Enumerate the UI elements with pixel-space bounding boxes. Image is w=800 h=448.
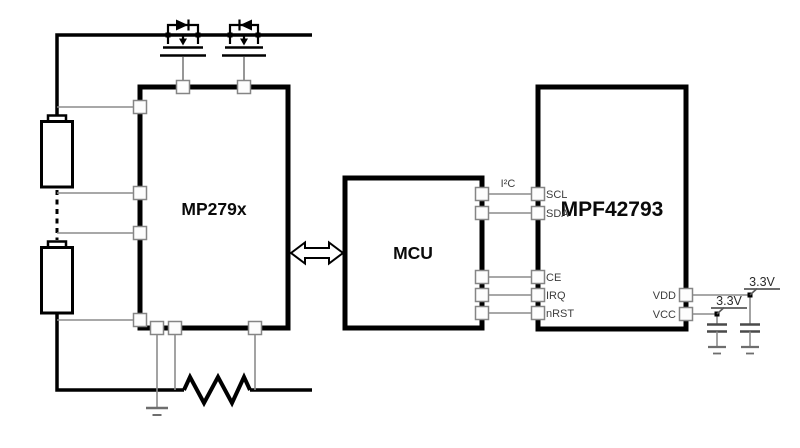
power-rails (55, 33, 312, 392)
i2c-wires (484, 193, 536, 214)
monitor-pin-scl (530, 186, 546, 202)
control-wires (484, 276, 536, 314)
pin-label-scl: SCL (546, 189, 567, 201)
power-flag-vcc: 3.3V (711, 294, 747, 317)
cell-sense-wires (57, 106, 134, 321)
charger-label: MP279x (181, 199, 246, 219)
q2-left-node-dot (227, 32, 233, 38)
battery-stack-icon (40, 114, 74, 315)
capacitor-c2 (740, 295, 760, 355)
q2-body-arrow (240, 38, 248, 46)
mcu-label: MCU (393, 243, 433, 263)
monitor-pin-irq (530, 287, 546, 303)
charger-pin-gate2 (236, 79, 252, 95)
pin-label-vcc: VCC (653, 309, 676, 321)
monitor-label: MPF42793 (561, 198, 664, 221)
pin-label-sda: SDA (546, 208, 569, 220)
mosfet-q1-icon (160, 19, 206, 83)
mcu-pin-sda (474, 205, 490, 221)
capacitor-c1 (707, 314, 727, 355)
monitor-pin-sda (530, 205, 546, 221)
vdd-rail-voltage-label: 3.3V (749, 275, 775, 289)
monitor-block (535, 84, 689, 332)
supply-wires (692, 294, 750, 315)
pin-label-ce: CE (546, 272, 561, 284)
mcu-pin-nrst (474, 305, 490, 321)
charger-pin-bottom-sense (132, 312, 148, 328)
q1-right-node-dot (195, 32, 201, 38)
q2-diode-anode-triangle (240, 19, 252, 31)
sense-resistor-icon (182, 372, 252, 408)
monitor-pin-nrst (530, 305, 546, 321)
i2c-bus-label: I²C (501, 178, 516, 190)
mcu-pin-irq (474, 287, 490, 303)
charger-pin-shunt-left (167, 320, 183, 336)
pin-label-vdd: VDD (653, 290, 676, 302)
battery-cell-n (40, 246, 74, 315)
q2-right-node-dot (255, 32, 261, 38)
shunt-sense-wires (156, 330, 256, 408)
monitor-pin-vdd (678, 287, 694, 303)
charger-pin-shunt-right (247, 320, 263, 336)
mcu-pin-ce (474, 269, 490, 285)
resistor-zigzag (182, 372, 252, 408)
mosfet-q2-icon (222, 19, 266, 83)
pin-label-nrst: nRST (546, 308, 574, 320)
q1-body-arrow (179, 38, 187, 46)
bottom-rail-left (55, 312, 184, 392)
charger-pin-gate1 (175, 79, 191, 95)
charger-pin-cell1 (132, 185, 148, 201)
charger-pin-celln (132, 225, 148, 241)
charger-pin-top-sense (132, 99, 148, 115)
top-rail (55, 33, 312, 117)
pin-squares (132, 79, 694, 336)
charger-block (137, 84, 291, 331)
power-flag-vdd: 3.3V (744, 275, 780, 298)
monitor-pin-vcc (678, 306, 694, 322)
q1-left-node-dot (165, 32, 171, 38)
pin-label-irq: IRQ (546, 290, 566, 302)
charger-pin-gnd (149, 320, 165, 336)
ground-symbol-bottom (146, 406, 168, 416)
monitor-pin-ce (530, 269, 546, 285)
q1-diode-anode-triangle (176, 19, 188, 31)
bus-arrow-icon (289, 240, 345, 266)
mcu-block (342, 175, 485, 331)
mcu-pin-scl (474, 186, 490, 202)
vcc-rail-voltage-label: 3.3V (716, 294, 742, 308)
battery-cell-1 (40, 120, 74, 189)
